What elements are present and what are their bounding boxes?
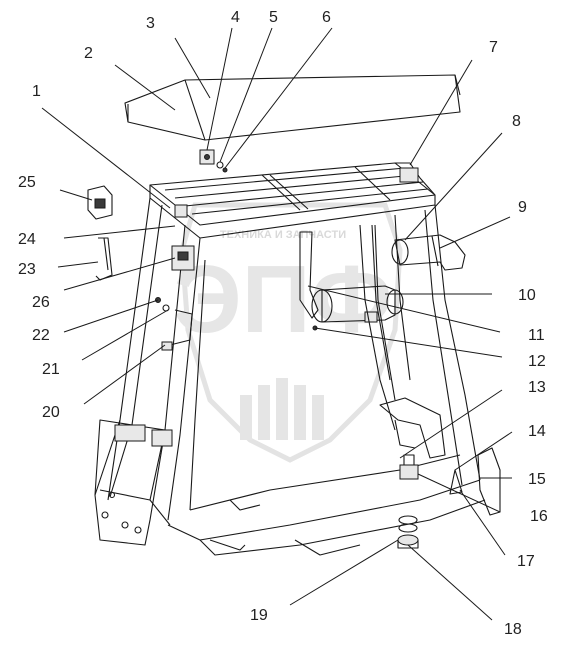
washer [216,161,224,169]
callout-3: 3 [146,15,155,32]
roof-panel [124,74,461,141]
callout-7: 7 [489,39,498,56]
seat-mount [379,397,446,459]
door-lock-block [171,245,195,271]
isolator-cushion [397,534,419,549]
callout-24: 24 [18,231,36,248]
callout-2: 2 [84,45,93,62]
callout-19: 19 [250,607,268,624]
callout-21: 21 [42,361,60,378]
vent-unit [87,185,113,220]
watermark-logo-text: ЭПФ [173,246,392,353]
hanging-cable [359,224,396,431]
callout-9: 9 [518,199,527,216]
interior-strap [299,231,319,319]
callout-15: 15 [528,471,546,488]
callout-22: 22 [32,327,50,344]
callout-12: 12 [528,353,546,370]
side-handle [161,309,193,351]
callout-20: 20 [42,404,60,421]
callout-13: 13 [528,379,546,396]
rear-cover [477,447,501,516]
corner-bracket [174,204,188,218]
callout-16: 16 [530,508,548,525]
watermark-shield-shape [179,202,403,463]
callout-labels: 1 2 3 4 5 6 7 8 9 10 11 12 13 14 15 16 1… [18,9,548,638]
watermark-tagline: ТЕХНИКА И ЗАПЧАСТИ [220,229,346,241]
callout-10: 10 [518,287,536,304]
callout-17: 17 [517,553,535,570]
callout-1: 1 [32,83,41,100]
callout-14: 14 [528,423,546,440]
leader-lines [41,27,513,621]
front-plate [94,419,173,546]
callout-23: 23 [18,261,36,278]
air-duct [391,234,466,271]
fan-motor [311,285,404,323]
handrail-u [95,237,113,281]
callout-8: 8 [512,113,521,130]
callout-6: 6 [322,9,331,26]
callout-5: 5 [269,9,278,26]
callout-18: 18 [504,621,522,638]
isolator-pad [398,515,418,533]
watermark: ЭПФ ТЕХНИКА И ЗАПЧАСТИ [173,202,403,463]
callout-25: 25 [18,174,36,191]
callout-4: 4 [231,9,240,26]
callout-26: 26 [32,294,50,311]
rubber-isolator [399,454,419,480]
bolt [222,167,228,173]
roof-bracket [199,149,215,165]
fastener-b [162,304,170,312]
callout-11: 11 [528,327,545,344]
watermark-wheat-emblem [240,378,324,440]
foot-pad [449,469,463,495]
